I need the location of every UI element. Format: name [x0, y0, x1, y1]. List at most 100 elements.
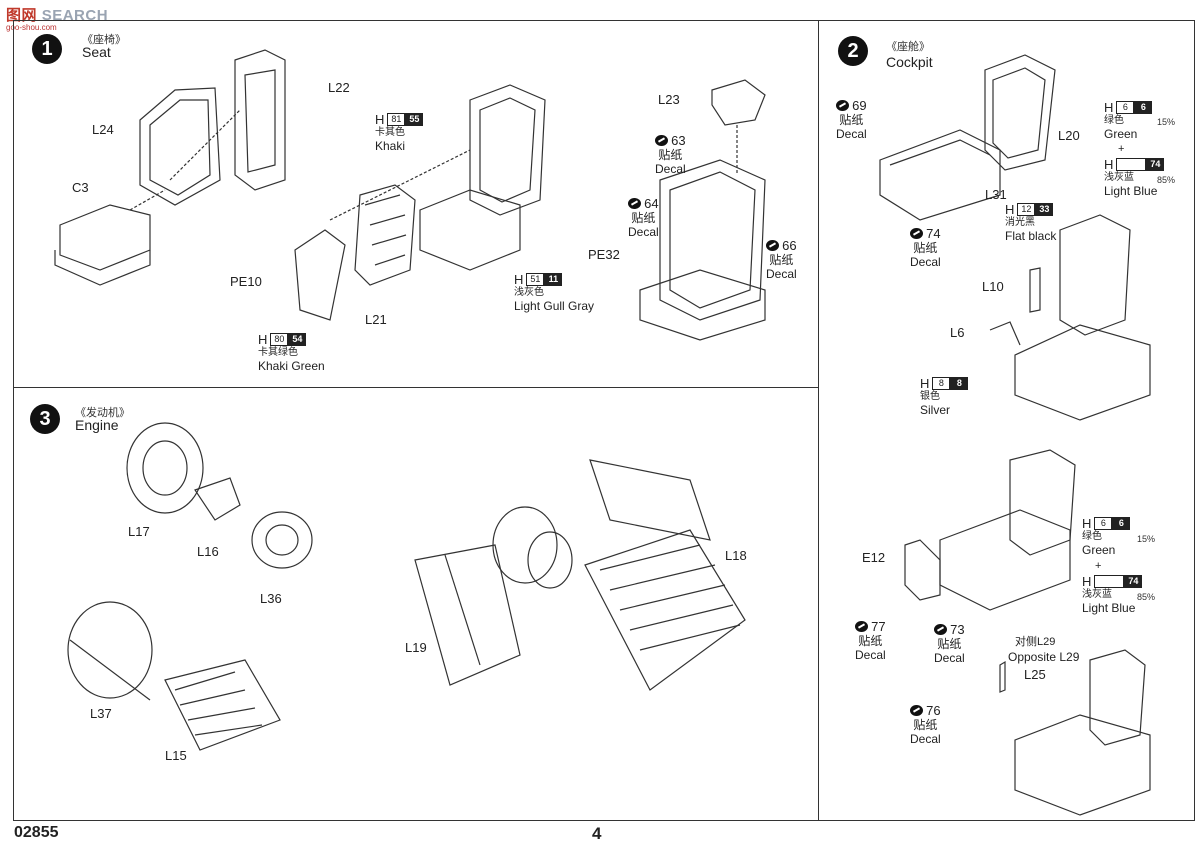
paint-flat-black-h: H — [1005, 202, 1015, 217]
decal-icon — [655, 135, 669, 147]
decal-73-en: Decal — [934, 650, 965, 665]
part-PE10: PE10 — [230, 274, 262, 289]
paint-silver-code-a: 8 — [932, 377, 951, 390]
watermark-brand: 图网 — [6, 7, 38, 24]
decal-73-number: 73 — [950, 621, 965, 637]
part-L10: L10 — [982, 279, 1004, 294]
paint-flat-black-en: Flat black — [1005, 229, 1057, 243]
decal-icon — [766, 240, 780, 252]
decal-icon — [934, 624, 948, 636]
paint-light-blue-1-code-a — [1116, 158, 1147, 171]
decal-icon — [836, 100, 850, 112]
paint-green-1-code-a: 6 — [1116, 101, 1135, 114]
paint-silver-h: H — [920, 376, 930, 391]
paint-light-blue-1-code-b: 74 — [1146, 158, 1165, 171]
paint-khaki-h: H — [375, 112, 385, 127]
seat-exploded-art — [54, 49, 766, 341]
paint-green-1-code-b: 6 — [1134, 101, 1153, 114]
paint-green-2-code-b: 6 — [1112, 517, 1131, 530]
part-L6: L6 — [950, 325, 965, 340]
kit-number: 02855 — [14, 824, 59, 841]
plus-sign-2: + — [1095, 560, 1102, 572]
paint-green-1-h: H — [1104, 100, 1114, 115]
paint-silver-en: Silver — [920, 403, 951, 417]
cockpit-exploded-art — [879, 54, 1151, 816]
decal-74-cn: 贴纸 — [913, 240, 938, 255]
opposite-en: Opposite L29 — [1008, 650, 1080, 664]
part-L25: L25 — [1024, 667, 1046, 682]
paint-khaki-cn: 卡其色 — [375, 127, 405, 138]
part-L20: L20 — [1058, 128, 1080, 143]
paint-light-gull-gray-cn: 浅灰色 — [514, 287, 544, 298]
decal-icon — [855, 621, 869, 633]
decal-76-en: Decal — [910, 731, 941, 746]
decal-74-number: 74 — [926, 225, 941, 241]
paint-green-2-h: H — [1082, 516, 1092, 531]
paint-khaki-green-code-a: 80 — [270, 333, 289, 346]
paint-green-1-percent: 15% — [1157, 117, 1176, 127]
decal-69-cn: 贴纸 — [839, 112, 864, 127]
paint-light-gull-gray-code-b: 11 — [544, 273, 563, 286]
part-L18: L18 — [725, 548, 747, 563]
paint-khaki-code-a: 81 — [387, 113, 406, 126]
paint-green-2-percent: 15% — [1137, 534, 1156, 544]
watermark: 图网 SEARCH — [6, 4, 108, 25]
paint-light-gull-gray-h: H — [514, 272, 524, 287]
engine-exploded-art — [67, 422, 746, 751]
part-L37: L37 — [90, 706, 112, 721]
divider-vertical — [818, 20, 819, 821]
decal-66-number: 66 — [782, 237, 797, 253]
decal-77-number: 77 — [871, 618, 886, 634]
paint-light-blue-2-en: Light Blue — [1082, 601, 1136, 615]
paint-light-gull-gray-code-a: 51 — [526, 273, 545, 286]
paint-light-blue-2-code-a — [1094, 575, 1125, 588]
paint-light-blue-2-h: H — [1082, 574, 1092, 589]
part-L15: L15 — [165, 748, 187, 763]
decal-77-cn: 贴纸 — [858, 633, 883, 648]
decal-64-en: Decal — [628, 224, 659, 239]
decal-63-number: 63 — [671, 132, 686, 148]
paint-light-gull-gray-en: Light Gull Gray — [514, 299, 595, 313]
step-3-title: Engine — [75, 417, 119, 433]
step-3-title-cn: 《发动机》 — [75, 407, 130, 419]
decal-63-cn: 贴纸 — [658, 147, 683, 162]
paint-light-blue-1-en: Light Blue — [1104, 184, 1158, 198]
decal-66-en: Decal — [766, 266, 797, 281]
paint-khaki-green-code-b: 54 — [288, 333, 307, 346]
part-L36: L36 — [260, 591, 282, 606]
opposite-cn: 对侧L29 — [1015, 636, 1056, 648]
part-L17: L17 — [128, 524, 150, 539]
paint-green-2-en: Green — [1082, 543, 1116, 557]
decal-66-cn: 贴纸 — [769, 252, 794, 267]
paint-light-blue-1-h: H — [1104, 157, 1114, 172]
watermark-text: SEARCH — [41, 7, 109, 24]
divider-horizontal — [13, 387, 818, 388]
paint-green-2-cn: 绿色 — [1082, 531, 1102, 542]
part-L24: L24 — [92, 122, 114, 137]
decal-64-cn: 贴纸 — [631, 210, 656, 225]
decal-74-en: Decal — [910, 254, 941, 269]
paint-flat-black-code-b: 33 — [1035, 203, 1054, 216]
part-L21: L21 — [365, 312, 387, 327]
decal-icon — [628, 198, 642, 210]
paint-khaki-green-h: H — [258, 332, 268, 347]
part-L16: L16 — [197, 544, 219, 559]
part-L23: L23 — [658, 92, 680, 107]
decal-77-en: Decal — [855, 647, 886, 662]
watermark-sub: goo-shou.com — [6, 23, 57, 32]
paint-flat-black-code-a: 12 — [1017, 203, 1036, 216]
